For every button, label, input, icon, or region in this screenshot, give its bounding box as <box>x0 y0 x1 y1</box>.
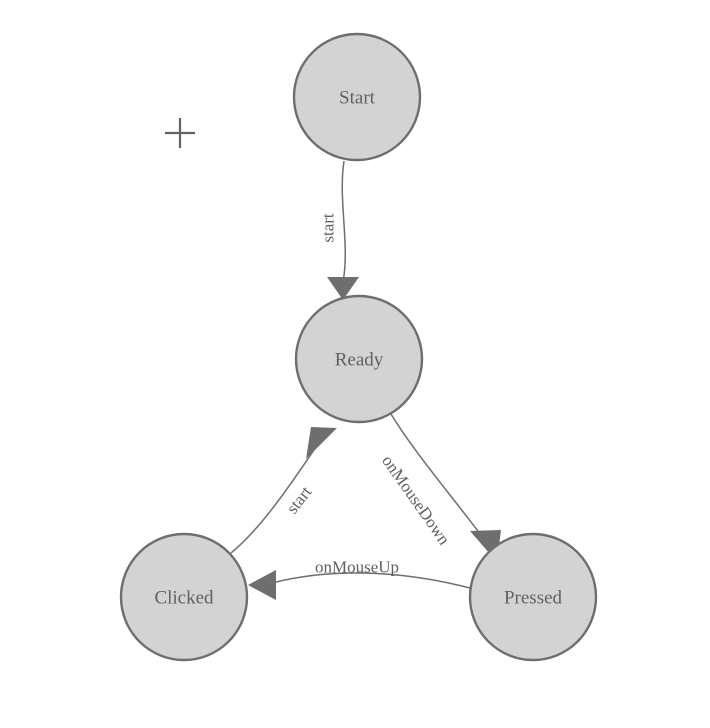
node-clicked[interactable]: Clicked <box>119 532 249 662</box>
edge-label-pressed-to-clicked: onMouseUp <box>315 558 399 577</box>
node-ready-label: Ready <box>335 350 384 371</box>
edge-start-to-ready[interactable]: start <box>319 160 360 300</box>
node-ready-circle <box>294 294 424 424</box>
edge-ready-to-pressed-path <box>390 413 488 544</box>
edge-ready-to-pressed[interactable]: onMouseDown <box>378 413 501 562</box>
node-pressed-label: Pressed <box>504 588 563 609</box>
node-start[interactable]: Start <box>292 32 422 162</box>
node-clicked-label: Clicked <box>154 588 214 609</box>
edge-clicked-to-ready-path <box>230 443 319 554</box>
node-start-circle <box>292 32 422 162</box>
edge-pressed-to-clicked-path <box>271 572 471 589</box>
edge-pressed-to-clicked[interactable]: onMouseUp <box>248 558 471 601</box>
plus-icon[interactable] <box>165 118 195 148</box>
node-pressed[interactable]: Pressed <box>468 532 598 662</box>
node-ready[interactable]: Ready <box>294 294 424 424</box>
edge-start-to-ready-path <box>341 160 347 283</box>
edge-clicked-to-ready-arrowhead <box>306 427 337 459</box>
edge-label-start-to-ready: start <box>319 213 338 243</box>
edge-label-ready-to-pressed: onMouseDown <box>378 452 454 549</box>
edge-clicked-to-ready[interactable]: start <box>230 427 337 554</box>
edge-pressed-to-clicked-arrowhead <box>248 570 276 600</box>
node-pressed-circle <box>468 532 598 662</box>
node-start-label: Start <box>339 88 376 109</box>
node-clicked-circle <box>119 532 249 662</box>
edge-start-to-ready-arrowhead <box>327 277 359 300</box>
